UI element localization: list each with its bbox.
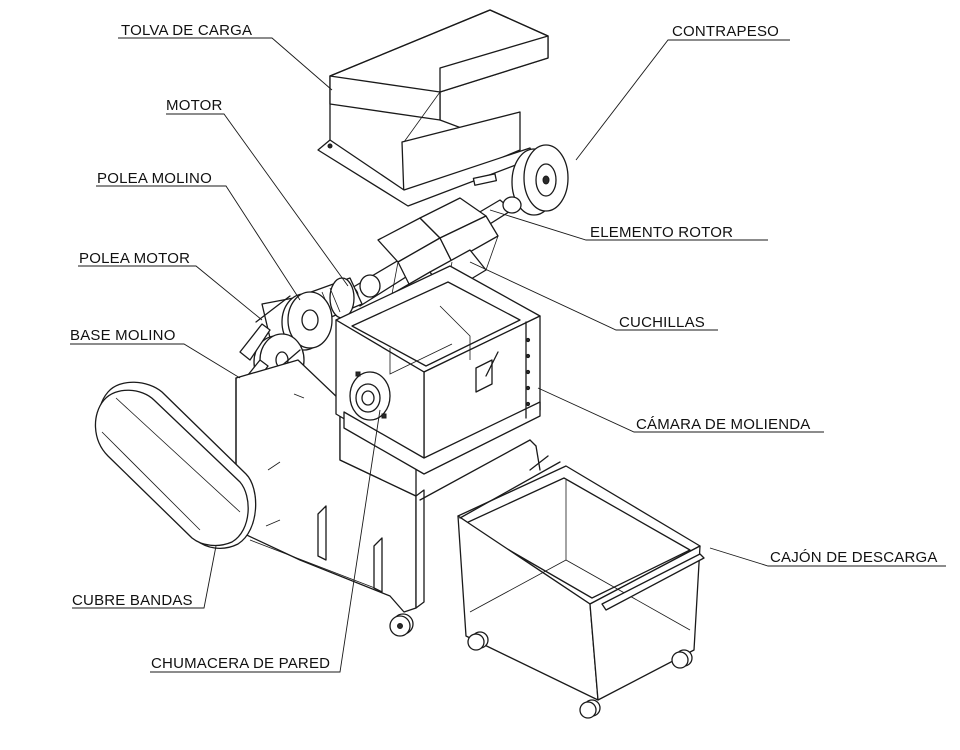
label-polea-motor: POLEA MOTOR bbox=[79, 250, 191, 267]
label-contrapeso: CONTRAPESO bbox=[672, 23, 780, 40]
hopper bbox=[317, 9, 549, 207]
grinding-chamber bbox=[335, 265, 541, 475]
label-camara-de-molienda: CÁMARA DE MOLIENDA bbox=[636, 416, 811, 433]
leader-lines bbox=[70, 37, 946, 673]
label-cubre-bandas: CUBRE BANDAS bbox=[72, 592, 193, 609]
label-cuchillas: CUCHILLAS bbox=[619, 314, 705, 331]
counterweight bbox=[511, 144, 569, 216]
label-chumacera-de-pared: CHUMACERA DE PARED bbox=[151, 655, 331, 672]
discharge-bin bbox=[457, 455, 705, 719]
label-polea-molino: POLEA MOLINO bbox=[97, 170, 212, 187]
label-base-molino: BASE MOLINO bbox=[70, 327, 176, 344]
label-elemento-rotor: ELEMENTO ROTOR bbox=[590, 224, 734, 241]
label-tolva-de-carga: TOLVA DE CARGA bbox=[121, 22, 253, 39]
belt-guard bbox=[94, 381, 281, 550]
label-cajon-de-descarga: CAJÓN DE DESCARGA bbox=[770, 549, 938, 566]
label-motor: MOTOR bbox=[166, 97, 223, 114]
